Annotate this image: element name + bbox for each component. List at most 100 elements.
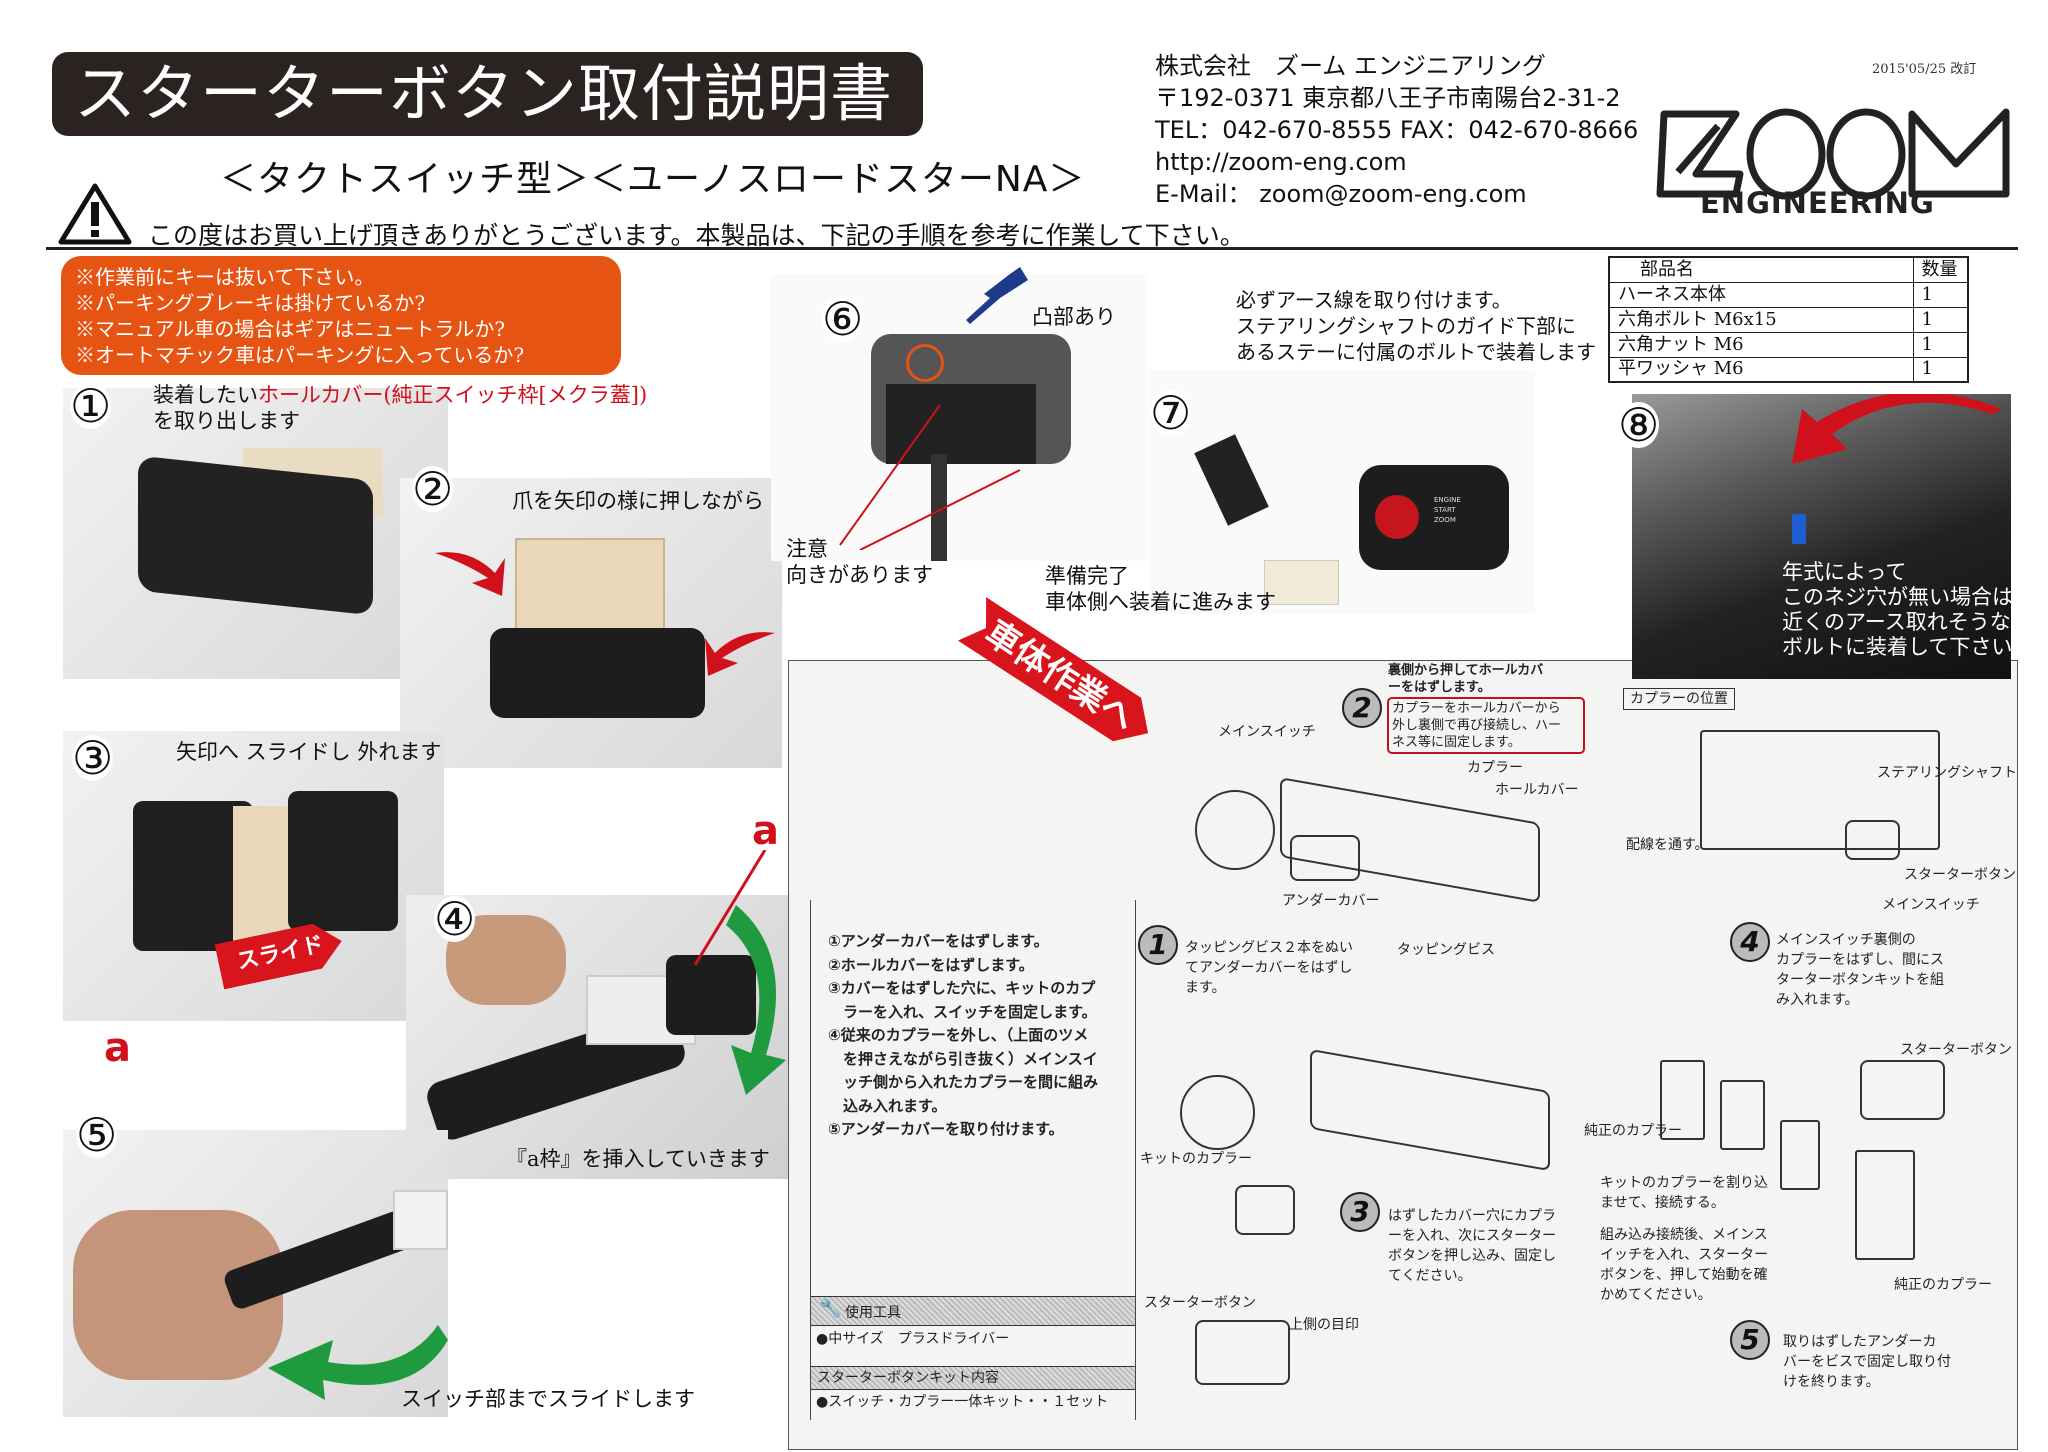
part-qty: 1 <box>1912 356 1969 383</box>
label-line: カプラーをはずし、間にス <box>1776 952 1944 968</box>
company-url[interactable]: http://zoom-eng.com <box>1155 148 1407 176</box>
part-qty: 1 <box>1912 331 1969 358</box>
intro-text: この度はお買い上げ頂きありがとうございます。本製品は、下記の手順を参考に作業して… <box>148 221 1245 250</box>
label-line: み入れます。 <box>1776 992 1859 1008</box>
label-line: かめてください。 <box>1600 1287 1712 1303</box>
diagram-step5-text: 取りはずしたアンダーカ バーをビスで固定し取り付 けを終ります。 <box>1783 1332 1951 1392</box>
warning-icon <box>58 183 132 245</box>
step3-number: ③ <box>72 731 114 785</box>
ready-line: 準備完了 <box>1045 564 1129 588</box>
diagram-step3-text: はずしたカバー穴にカプラ ーを入れ、次にスターター ボタンを押し込み、固定し て… <box>1388 1206 1556 1286</box>
diagram-step-5: 5 <box>1730 1320 1770 1360</box>
tools-item: ●中サイズ プラスドライバー <box>816 1331 1010 1347</box>
manual-step: 込み入れます。 <box>828 1096 947 1115</box>
wrench-icon: 🔧 <box>819 1298 842 1319</box>
diagram-step-2: 2 <box>1342 688 1382 728</box>
hole-cover-shape <box>138 455 373 616</box>
manual-step: ⑤アンダーカバーを取り付けます。 <box>828 1120 1064 1138</box>
label-starter-button-2: スターターボタン <box>1900 1042 2012 1058</box>
step8-photo: 年式によって このネジ穴が無い場合は 近くのアース取れそうな ボルトに装着して下… <box>1632 394 2011 679</box>
company-email[interactable]: E-Mail： zoom@zoom-eng.com <box>1155 180 1527 208</box>
label-starter-button-3: スターターボタン <box>1144 1295 1256 1311</box>
step5-photo <box>63 1130 448 1417</box>
diagram-step-4: 4 <box>1730 922 1770 962</box>
step1-text-pre: 装着したい <box>153 383 258 407</box>
manual-left-panel <box>810 900 1136 1420</box>
label-line: ターターボタンキットを組 <box>1776 972 1944 988</box>
step5-text: スイッチ部までスライドします <box>401 1387 695 1411</box>
label-main-switch: メインスイッチ <box>1218 724 1316 740</box>
bump-label: 凸部あり <box>1032 305 1116 329</box>
kit-header: スターターボタンキット内容 <box>811 1366 1135 1390</box>
company-address: 〒192-0371 東京都八王子市南陽台2-31-2 <box>1155 84 1621 112</box>
part-name: 六角ボルト M6x15 <box>1608 306 1914 333</box>
step8-line: ボルトに装着して下さい <box>1782 635 2011 659</box>
step2-photo <box>400 478 782 768</box>
label-wiring: 配線を通す。 <box>1626 837 1709 853</box>
label-under-cover: アンダーカバー <box>1282 893 1380 909</box>
diagram-step-1: 1 <box>1138 925 1178 965</box>
header-part-name: 部品名 <box>1608 256 1914 283</box>
step1-highlight: ホールカバー(純正スイッチ枠[メクラ蓋]) <box>258 383 648 407</box>
label-line: ボタンを押し込み、固定し <box>1388 1248 1556 1264</box>
label-kit-coupler: キットのカプラー <box>1140 1151 1252 1167</box>
step7-number: ⑦ <box>1150 386 1192 440</box>
step6-number: ⑥ <box>822 292 864 346</box>
step4-photo <box>406 895 790 1179</box>
manual-step: を押さえながら引き抜く）メインスイ <box>828 1049 1098 1068</box>
label-starter-button: スターターボタン <box>1904 867 2016 883</box>
step8-line: このネジ穴が無い場合は <box>1782 585 2011 609</box>
step5-number: ⑤ <box>76 1108 118 1162</box>
label-coupler: カプラー <box>1467 760 1523 776</box>
diagram-insert-text: キットのカプラーを割り込 ませて、接続する。 <box>1600 1173 1768 1213</box>
switch-label-line: START <box>1434 506 1456 514</box>
label-line: ボタンを、押して始動を確 <box>1600 1267 1768 1283</box>
manual-step: ②ホールカバーをはずします。 <box>828 955 1034 974</box>
kit-item: ●スイッチ・カプラー一体キット・・１セット <box>816 1394 1109 1410</box>
caution-line: ※パーキングブレーキは掛けているか? <box>75 291 426 315</box>
revision-date: 2015'05/25 改訂 <box>1872 62 1977 77</box>
manual-step: ラーを入れ、スイッチを固定します。 <box>828 1002 1097 1021</box>
genuine-coupler-sketch <box>1660 1060 1705 1140</box>
label-line: メインスイッチ裏側の <box>1776 932 1916 948</box>
label-genuine-coupler: 純正のカプラー <box>1584 1123 1682 1139</box>
genuine-coupler-sketch <box>1855 1150 1915 1260</box>
label-line: タッピングビス２本をぬい <box>1185 940 1353 956</box>
table-header-row: 部品名数量 <box>1608 256 1969 283</box>
step3-text: 矢印へ スライドし 外れます <box>176 740 442 764</box>
terminal-shape <box>1264 560 1339 605</box>
marker-a: a <box>104 1025 131 1071</box>
part-qty: 1 <box>1912 281 1969 308</box>
diagram-step4-text: メインスイッチ裏側の カプラーをはずし、間にス ターターボタンキットを組 み入れ… <box>1776 930 1944 1010</box>
label-hole-cover: ホールカバー <box>1495 782 1579 798</box>
step7-line: あるステーに付属のボルトで装着します <box>1236 340 1596 364</box>
zoom-logo <box>1656 108 2010 200</box>
ready-text: 準備完了 車体側へ装着に進みます <box>1045 563 1276 615</box>
bump-highlight-circle <box>906 344 944 382</box>
part-name: ハーネス本体 <box>1608 281 1914 308</box>
diagram-area <box>1136 680 1137 1450</box>
step7-line: 必ずアース線を取り付けます。 <box>1236 288 1512 312</box>
label-line: ーをはずします。 <box>1388 680 1491 695</box>
label-upper-mark: 上側の目印 <box>1289 1317 1359 1333</box>
red-button-icon <box>1375 495 1419 539</box>
switch-shape <box>288 791 398 931</box>
step8-text: 年式によって このネジ穴が無い場合は 近くのアース取れそうな ボルトに装着して下… <box>1782 560 2011 660</box>
terminal-shape <box>1792 514 1806 544</box>
orientation-note: 注意 向きがあります <box>786 536 933 588</box>
label-line: 外し裏側で再び接続し、ハー <box>1392 718 1562 733</box>
manual-step-list: ①アンダーカバーをはずします。 ②ホールカバーをはずします。 ③カバーをはずした… <box>828 930 1098 1142</box>
green-arrow-icon <box>726 905 786 1095</box>
step2-text: 爪を矢印の様に押しながら <box>512 489 764 513</box>
label-line: ーを入れ、次にスターター <box>1388 1228 1557 1244</box>
caution-line: ※作業前にキーは抜いて下さい。 <box>75 265 375 289</box>
part-name: 六角ナット M6 <box>1608 331 1914 358</box>
company-name: 株式会社 ズーム エンジニアリング <box>1155 52 1546 80</box>
label-tapping-screw: タッピングビス <box>1397 942 1495 958</box>
label-line: バーをビスで固定し取り付 <box>1783 1354 1951 1370</box>
label-line: てください。 <box>1388 1268 1472 1284</box>
marker-line <box>693 850 767 966</box>
